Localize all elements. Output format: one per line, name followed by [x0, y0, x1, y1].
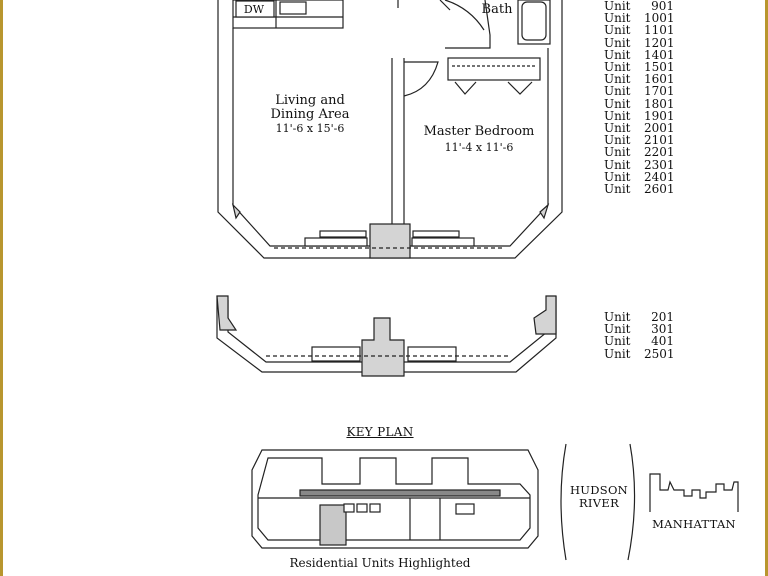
hudson-river-line1: HUDSON: [569, 483, 629, 497]
frame-border-right: [765, 0, 768, 576]
lower-window-right: [407, 346, 457, 362]
bath-wall: [397, 0, 491, 49]
living-dimensions: 11'-6 x 15'-6: [275, 122, 345, 135]
river-bank-right: [627, 443, 636, 561]
lower-column: [361, 317, 405, 377]
highlighted-unit: [319, 504, 347, 546]
frame-border-left: [0, 0, 3, 576]
partition-wall: [391, 58, 405, 236]
master-bedroom-dimensions: 11'-4 x 11'-6: [444, 141, 514, 154]
bath-label: Bath: [481, 2, 513, 17]
key-plan-heading: KEY PLAN: [346, 425, 414, 439]
dishwasher-label: DW: [243, 3, 265, 16]
river-bank-left: [560, 443, 567, 561]
living-name-line2: Dining Area: [270, 107, 350, 122]
lower-window-left: [311, 346, 361, 362]
key-plan-caption: Residential Units Highlighted: [289, 556, 471, 570]
bath-door-arc: [444, 0, 485, 31]
key-plan-outline: [251, 449, 539, 549]
dishwasher: [235, 0, 275, 18]
window-living: [304, 237, 368, 247]
manhattan-label: MANHATTAN: [652, 517, 736, 531]
master-bedroom-name: Master Bedroom: [423, 124, 535, 139]
manhattan-skyline: [649, 473, 739, 512]
column: [369, 223, 411, 259]
hudson-river-line2: RIVER: [578, 496, 620, 510]
bedroom-door: [403, 61, 439, 97]
closet: [447, 57, 541, 81]
window-bedroom: [411, 237, 475, 247]
living-name-line1: Living and: [275, 93, 345, 108]
